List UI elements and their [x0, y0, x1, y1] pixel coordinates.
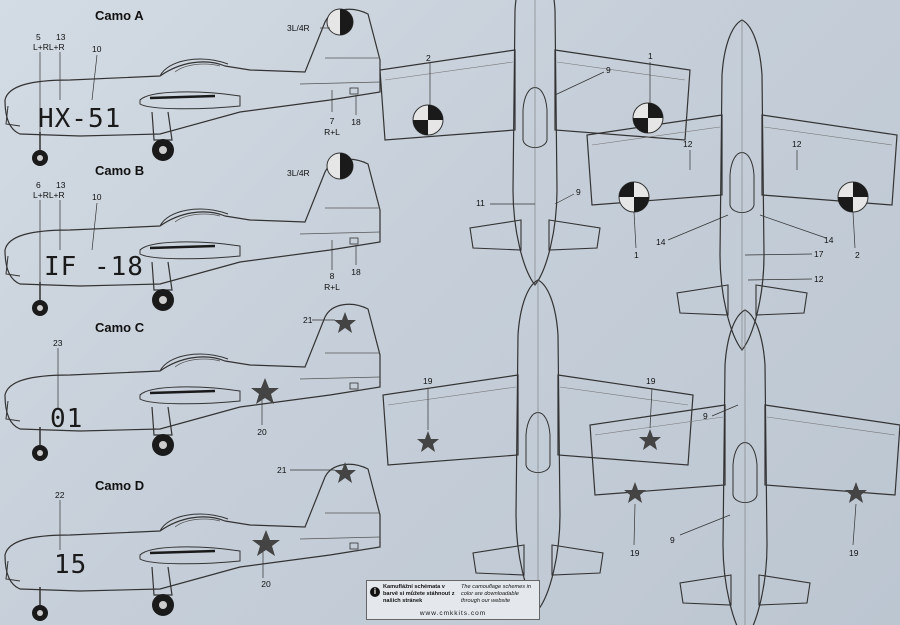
label-a-fin: 3L/4R — [287, 23, 310, 33]
heading-camo-d: Camo D — [95, 478, 145, 493]
label-d-21: 21 — [277, 465, 287, 475]
heading-camo-c: Camo C — [95, 320, 145, 335]
label-a-rl: R+L — [324, 127, 340, 137]
wing-roundel-tl-right — [632, 102, 664, 134]
heading-camo-b: Camo B — [95, 163, 145, 178]
wing-roundel-tl-left — [412, 104, 444, 136]
wing-star-bl-left — [417, 431, 439, 452]
label-br-19b: 19 — [849, 548, 859, 558]
plan-view-underside-ab — [379, 0, 691, 286]
label-tr-17: 17 — [814, 249, 824, 259]
label-tl-9a: 9 — [606, 65, 611, 75]
label-b-fin: 3L/4R — [287, 168, 310, 178]
fuselage-star-c — [251, 378, 279, 404]
label-bl-19a: 19 — [423, 376, 433, 386]
label-a-10: 10 — [92, 44, 102, 54]
wing-star-br-left — [624, 482, 646, 503]
label-b-rl: R+L — [324, 282, 340, 292]
label-d-20: 20 — [261, 579, 271, 589]
label-tr-2: 2 — [855, 250, 860, 260]
wing-star-bl-right — [639, 429, 661, 450]
fin-star-c — [334, 312, 356, 333]
label-tl-9b: 9 — [576, 187, 581, 197]
code-camo-c: 01 — [50, 404, 84, 434]
label-tr-12b: 12 — [792, 139, 802, 149]
info-icon: i — [370, 587, 380, 597]
label-bl-19b: 19 — [646, 376, 656, 386]
website-url[interactable]: www.cmkkits.com — [419, 610, 487, 617]
label-b-13: 13 — [56, 180, 66, 190]
side-view-camo-c — [3, 303, 382, 463]
wing-roundel-tr-left — [618, 181, 650, 213]
label-a-18: 18 — [351, 117, 361, 127]
label-tl-1: 1 — [648, 51, 653, 61]
label-b-10: 10 — [92, 192, 102, 202]
label-a-lr: L+RL+R — [33, 42, 65, 52]
label-a-5: 5 — [36, 32, 41, 42]
label-br-9a: 9 — [703, 411, 708, 421]
note-text-en: The camouflage schemes in color are down… — [461, 584, 531, 604]
label-a-13: 13 — [56, 32, 66, 42]
label-a-7: 7 — [329, 116, 335, 126]
note-text-cz: Kamuflážní schémata v barvě si můžete st… — [383, 584, 455, 604]
label-tl-11: 11 — [476, 198, 485, 208]
heading-camo-a: Camo A — [95, 8, 144, 23]
wing-star-br-right — [845, 482, 867, 503]
website-note-box: i Kamuflážní schémata v barvě si můžete … — [366, 580, 540, 620]
fin-roundel-a — [326, 8, 354, 36]
label-c-20: 20 — [257, 427, 267, 437]
leader-lines — [39, 27, 857, 578]
label-b-8: 8 — [329, 271, 335, 281]
label-b-6: 6 — [36, 180, 41, 190]
label-c-21: 21 — [303, 315, 313, 325]
wing-roundel-tr-right — [837, 181, 869, 213]
label-b-lr: L+RL+R — [33, 190, 65, 200]
label-tr-14b: 14 — [824, 235, 834, 245]
label-tr-14a: 14 — [656, 237, 666, 247]
side-view-camo-d — [3, 463, 382, 623]
fuselage-star-d — [252, 530, 280, 556]
label-tr-12c: 12 — [814, 274, 824, 284]
plan-view-top-cd — [589, 309, 900, 625]
label-c-23: 23 — [53, 338, 63, 348]
label-br-9b: 9 — [670, 535, 675, 545]
label-tl-2: 2 — [426, 53, 431, 63]
fin-star-d — [334, 462, 356, 483]
label-b-18: 18 — [351, 267, 361, 277]
code-camo-b: IF -18 — [44, 252, 144, 282]
label-d-22: 22 — [55, 490, 65, 500]
code-camo-a: HX-51 — [38, 104, 122, 134]
label-tr-12a: 12 — [683, 139, 693, 149]
code-camo-d: 15 — [54, 550, 88, 580]
label-tr-1: 1 — [634, 250, 639, 260]
label-br-19a: 19 — [630, 548, 640, 558]
fin-roundel-b — [326, 152, 354, 180]
